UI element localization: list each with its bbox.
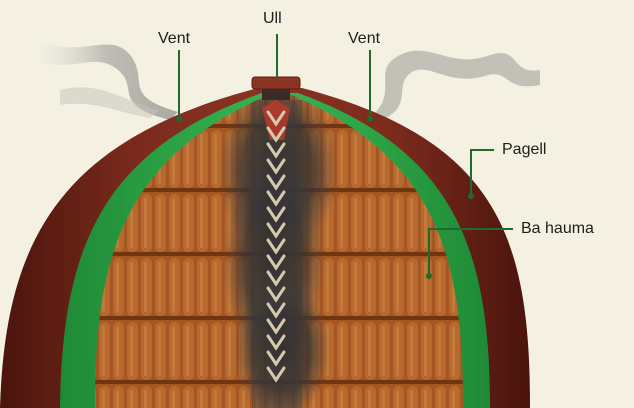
inner-layer-label: Ba hauma xyxy=(521,221,594,237)
smoke-right xyxy=(372,51,540,120)
top-label: Ull xyxy=(263,11,282,27)
vent-left-label: Vent xyxy=(158,31,190,47)
vent-right-label: Vent xyxy=(348,31,380,47)
outer-layer-label: Pagell xyxy=(502,142,546,158)
smoke-left xyxy=(35,40,178,120)
